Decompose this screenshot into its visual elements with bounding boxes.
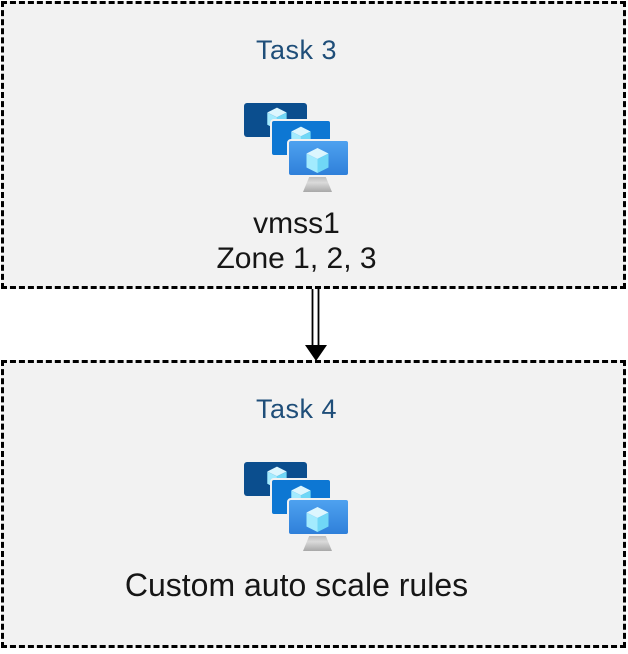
task3-label-line1: vmss1 xyxy=(253,207,340,240)
task3-label: vmss1 Zone 1, 2, 3 xyxy=(216,206,376,276)
monitor-front xyxy=(286,139,350,177)
task3-box: Task 3 vmss1 Z xyxy=(1,1,626,289)
down-arrow xyxy=(305,289,327,361)
task3-content: Task 3 vmss1 Z xyxy=(4,4,589,286)
task4-label-line1: Custom auto scale rules xyxy=(124,567,469,603)
task4-box: Task 4 Custom auto sca xyxy=(1,360,626,648)
task3-title: Task 3 xyxy=(255,35,338,65)
task4-title: Task 4 xyxy=(255,394,338,424)
monitor-stand xyxy=(302,175,332,192)
vm-scale-sets-icon xyxy=(243,462,350,551)
monitor-front xyxy=(286,498,350,536)
task4-content: Task 4 Custom auto sca xyxy=(4,363,589,645)
monitor-stand xyxy=(302,534,332,551)
vm-scale-sets-icon xyxy=(243,103,350,192)
task4-label: Custom auto scale rules xyxy=(125,568,468,603)
arrowhead xyxy=(305,345,327,361)
task3-label-line2: Zone 1, 2, 3 xyxy=(216,242,377,275)
